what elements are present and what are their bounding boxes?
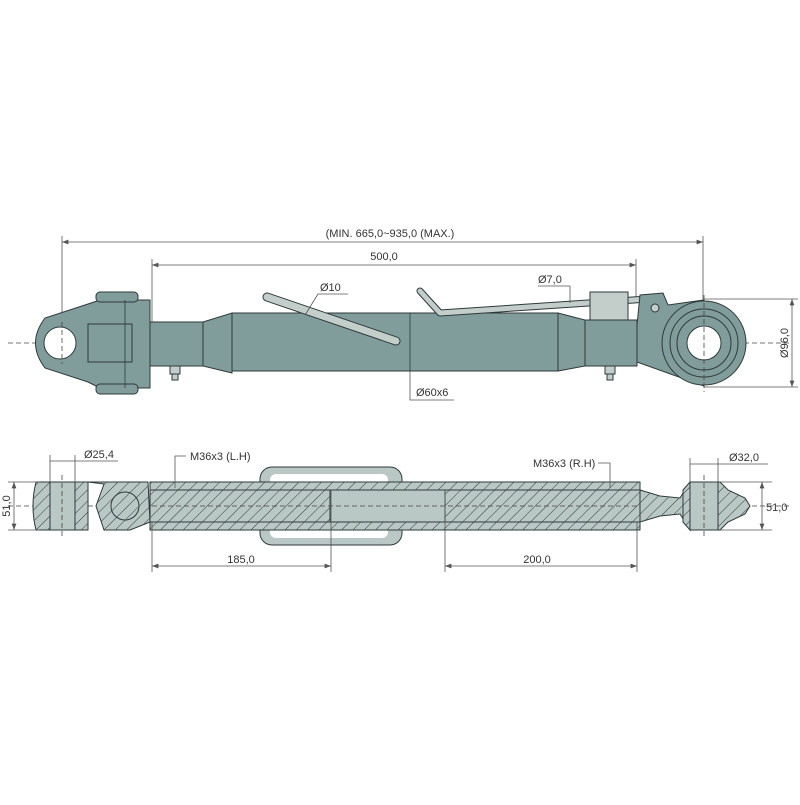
overall-length-dimension: (MIN. 665,0~935,0 (MAX.) — [61, 228, 704, 343]
right-hole-label: Ø32,0 — [729, 452, 759, 464]
lock-nut-right — [604, 365, 616, 381]
right-thread-callout: M36x3 (R.H) — [533, 458, 611, 488]
right-width-dimension: 51,0 — [720, 481, 787, 531]
right-thread-label: M36x3 (R.H) — [533, 458, 595, 470]
left-hole-label: Ø25,4 — [84, 449, 114, 461]
right-hole-dimension: Ø32,0 — [689, 452, 768, 482]
tube-diameter-callout: Ø60x6 — [409, 371, 454, 401]
side-view: (MIN. 665,0~935,0 (MAX.) 500,0 — [8, 228, 798, 401]
section-view: 51,0 Ø25,4 M36x3 (L.H) M36x3 (R.H) Ø32,0… — [1, 449, 792, 572]
right-thread-length-label: 200,0 — [523, 554, 551, 566]
left-thread-length-label: 185,0 — [227, 554, 255, 566]
right-ball-end — [636, 292, 747, 392]
right-eye-section — [639, 475, 751, 537]
tube-diameter-label: Ø60x6 — [416, 387, 448, 399]
ball-diameter-dimension: Ø96,0 — [704, 298, 798, 388]
left-width-label: 51,0 — [1, 495, 13, 516]
lock-nut-left — [169, 365, 181, 381]
handle-bar — [416, 287, 652, 321]
left-eye-section — [32, 475, 151, 537]
left-hole-dimension: Ø25,4 — [49, 449, 118, 482]
left-thread-callout: M36x3 (L.H) — [174, 451, 251, 488]
handle-diameter-callout: Ø7,0 — [538, 274, 571, 303]
ball-diameter-label: Ø96,0 — [779, 328, 791, 358]
right-thread-length-dimension: 200,0 — [444, 490, 638, 572]
handle-diameter-label: Ø7,0 — [538, 274, 562, 286]
pin-diameter-callout: Ø10 — [304, 282, 348, 316]
overall-length-label: (MIN. 665,0~935,0 (MAX.) — [326, 228, 455, 240]
left-thread-label: M36x3 (L.H) — [190, 451, 251, 463]
pin-diameter-label: Ø10 — [320, 282, 341, 294]
left-width-dimension: 51,0 — [1, 481, 40, 531]
left-thread-length-dimension: 185,0 — [151, 490, 332, 572]
left-clevis — [35, 291, 151, 395]
tube-body — [149, 312, 638, 381]
right-width-label: 51,0 — [766, 502, 787, 514]
tube-length-label: 500,0 — [370, 251, 398, 263]
left-eye-hole — [43, 326, 77, 360]
ball-joint — [110, 491, 140, 521]
locking-pin-lever — [262, 292, 401, 346]
tube-length-dimension: 500,0 — [151, 251, 637, 322]
